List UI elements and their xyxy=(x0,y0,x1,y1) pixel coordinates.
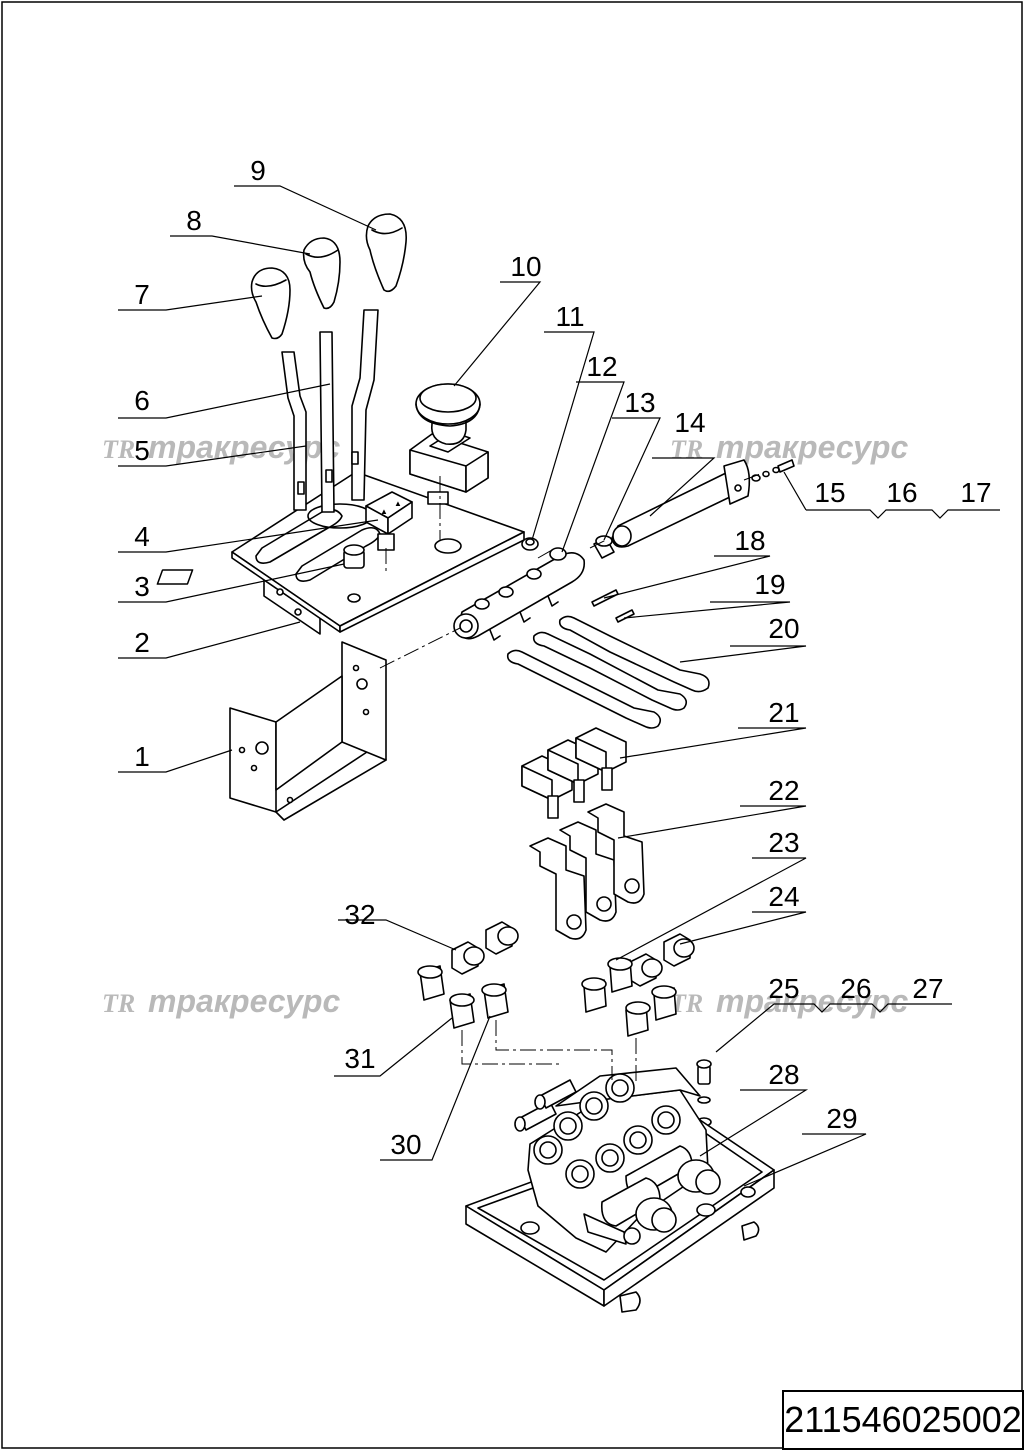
part-7-knob xyxy=(250,267,291,340)
part-6-levers xyxy=(281,309,379,513)
part-11-nut xyxy=(521,537,539,551)
part-1-bracket xyxy=(229,641,387,821)
callout-9: 9 xyxy=(250,155,266,186)
part-22-plates xyxy=(529,803,645,940)
callout-6: 6 xyxy=(134,385,150,416)
callout-28: 28 xyxy=(768,1059,799,1090)
part-10-button xyxy=(409,383,489,505)
watermark-text: тракресурс xyxy=(716,429,908,465)
callout-22: 22 xyxy=(768,775,799,806)
watermark-text: тракресурс xyxy=(716,983,908,1019)
callout-21: 21 xyxy=(768,697,799,728)
callout-29: 29 xyxy=(826,1103,857,1134)
callout-11: 11 xyxy=(555,301,584,332)
callout-2: 2 xyxy=(134,627,150,658)
callout-23: 23 xyxy=(768,827,799,858)
svg-text:▲: ▲ xyxy=(394,499,402,508)
callout-13: 13 xyxy=(624,387,655,418)
part-20-rods xyxy=(506,615,710,729)
callout-26: 26 xyxy=(840,973,871,1004)
callout-1: 1 xyxy=(134,741,150,772)
watermark-logo: TR xyxy=(102,435,135,464)
callout-5: 5 xyxy=(134,435,150,466)
callout-15: 15 xyxy=(814,477,845,508)
callout-8: 8 xyxy=(186,205,202,236)
callout-4: 4 xyxy=(134,521,150,552)
part-31-fittings xyxy=(417,965,509,1029)
part-25-27-bolt-washers xyxy=(696,1059,712,1127)
part-15-17-pin-washers xyxy=(751,459,795,482)
part-9-knob xyxy=(365,213,407,293)
callout-31: 31 xyxy=(344,1043,375,1074)
part-23-fittings xyxy=(581,957,677,1037)
callout-16: 16 xyxy=(886,477,917,508)
callout-32: 32 xyxy=(344,899,375,930)
callout-7: 7 xyxy=(134,279,150,310)
callout-18: 18 xyxy=(734,525,765,556)
callout-27: 27 xyxy=(912,973,943,1004)
callout-20: 20 xyxy=(768,613,799,644)
part-28-distributor xyxy=(514,1067,721,1253)
callouts: 1 2 3 4 5 6 7 8 9 10 11 12 13 14 15 16 1… xyxy=(134,155,991,1160)
leader-lines xyxy=(118,185,1000,1187)
watermark-2: TR тракресурс xyxy=(670,429,908,465)
part-3-bolt xyxy=(343,544,365,569)
callout-3: 3 xyxy=(134,571,150,602)
part-12-shaft-body xyxy=(453,547,586,641)
watermark-3: TR тракресурс xyxy=(102,983,340,1019)
part-24-elbows xyxy=(629,933,695,987)
watermark-logo: TR xyxy=(670,435,703,464)
document-number-box: 211546025002 xyxy=(782,1390,1024,1450)
part-19-pin xyxy=(615,609,635,623)
part-8-knob xyxy=(302,237,341,310)
assembly-lines xyxy=(379,473,761,1082)
callout-14: 14 xyxy=(674,407,705,438)
watermark-text: тракресурс xyxy=(148,983,340,1019)
callout-30: 30 xyxy=(390,1129,421,1160)
part-14-tube xyxy=(611,459,751,548)
watermark-logo: TR xyxy=(102,989,135,1018)
callout-24: 24 xyxy=(768,881,799,912)
callout-10: 10 xyxy=(510,251,541,282)
document-number: 211546025002 xyxy=(784,1399,1022,1440)
callout-12: 12 xyxy=(586,351,617,382)
watermark-text: тракресурс xyxy=(148,429,340,465)
callout-17: 17 xyxy=(960,477,991,508)
watermark-1: TR тракресурс xyxy=(102,429,340,465)
svg-text:▲: ▲ xyxy=(380,507,388,516)
callout-25: 25 xyxy=(768,973,799,1004)
watermark-4: TR тракресурс xyxy=(670,983,908,1019)
callout-19: 19 xyxy=(754,569,785,600)
part-21-clevis-blocks xyxy=(521,727,627,819)
part-32-elbows xyxy=(451,921,519,975)
